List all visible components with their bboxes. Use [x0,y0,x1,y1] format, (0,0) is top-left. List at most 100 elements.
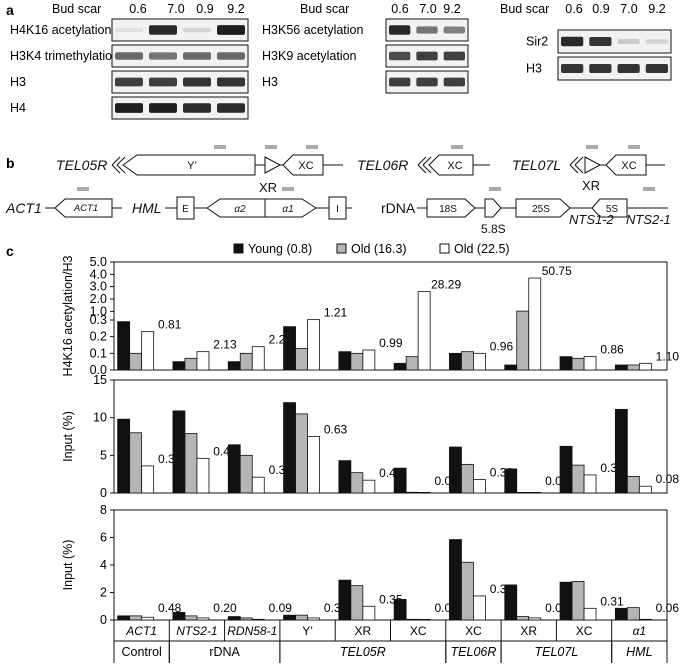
blot-band [217,25,245,35]
y-tick-label: 15 [93,373,107,387]
locus-diagrams: TEL05R Y’ XR XC TEL06R XC TEL07L [5,145,671,236]
bar [117,418,131,494]
diagram-label-xc-07: XC [621,160,636,172]
diagram-label-5s: 5S [606,204,619,215]
blot-band [389,77,411,87]
diagram-label-nts1: NTS1-2 [569,212,615,227]
bar [504,584,518,621]
diagram-label-xr-07: XR [582,178,600,193]
legend-label-old16: Old (16.3) [351,242,407,256]
bar [473,479,486,494]
group-label: Control [122,645,162,659]
bar [338,460,352,494]
bar [571,581,585,621]
bar [227,444,241,494]
blot-band [183,77,211,87]
ratio-label: 0.20 [213,601,237,615]
ratio-label: 1.10 [656,349,680,363]
y-tick-label: 8 [100,503,107,517]
bar [405,491,419,494]
bar [405,618,419,621]
y-tick-label: 0.2 [90,330,107,344]
bar [638,618,652,621]
y-tick-label: 10 [93,411,107,425]
bar [227,616,241,621]
blot-row-box [111,18,249,42]
diagram-label-act1: ACT1 [73,203,98,214]
y-tick-label: 4.0 [90,267,107,281]
bar [583,356,597,371]
bar [461,463,474,494]
category-label: NTS2-1 [176,624,217,638]
y-tick-label: 4 [100,558,107,572]
blot-row-label: Sir2 [526,35,548,49]
bar [172,612,186,621]
lane-label: 0.9 [592,2,609,16]
y-tick-label: 2 [100,586,107,600]
bar [141,616,155,621]
bar [393,362,407,371]
ratio-label: 1.21 [324,306,348,320]
locus-label-act1: ACT1 [5,200,42,216]
category-label: α1 [633,624,647,638]
bar [473,595,486,621]
ratio-label: 0.96 [490,339,514,353]
bar [614,364,628,371]
bar [251,618,265,621]
bar [129,352,143,371]
bar [251,476,265,494]
lane-label: 9.2 [648,2,665,16]
bar [283,614,296,621]
bar [338,351,352,371]
bar [239,617,253,621]
diagram-hml: HML E α2 α1 I [132,187,352,220]
bar [117,615,131,621]
blot-band [149,103,177,113]
blot-row-box [111,44,249,68]
bar [350,585,364,621]
blot-row-box [111,70,249,94]
blot-band [115,103,143,113]
blot-band [149,77,177,87]
blot-header: Bud scar [52,2,101,16]
bar [141,331,155,371]
bar [196,457,210,494]
y-tick-label: 0 [100,613,107,627]
panel-label-a: a [6,2,14,18]
bar [350,352,364,371]
bar [626,607,640,621]
bar [393,598,407,621]
bar [626,364,640,371]
bar [583,474,597,494]
blot-band [617,63,640,74]
blot-band [217,103,245,113]
blot-band [443,77,465,87]
blot-row-box [557,56,672,81]
bar [405,356,419,371]
bar [614,408,628,494]
bar [559,445,573,494]
locus-label-tel06r: TEL06R [357,157,408,173]
y-axis-label: H4K16 acetylation/H3 [61,256,75,377]
bar [638,362,652,371]
group-label: TEL07L [535,645,579,659]
blot-band [617,39,640,44]
bar [129,432,143,494]
diagram-label-alpha2: α2 [234,204,246,215]
bar [283,326,296,371]
locus-label-rdna: rDNA [381,200,416,216]
bar [449,539,462,621]
bar [528,617,542,621]
lane-label: 0.9 [196,2,213,16]
blot-row-box [111,96,249,120]
ratio-label: 0.99 [379,336,403,350]
diagram-label-alpha1: α1 [282,204,293,215]
category-label: Y’ [302,624,313,638]
category-label: RDN58-1 [227,624,277,638]
legend-label-young: Young (0.8) [248,242,312,256]
bar [583,607,597,621]
